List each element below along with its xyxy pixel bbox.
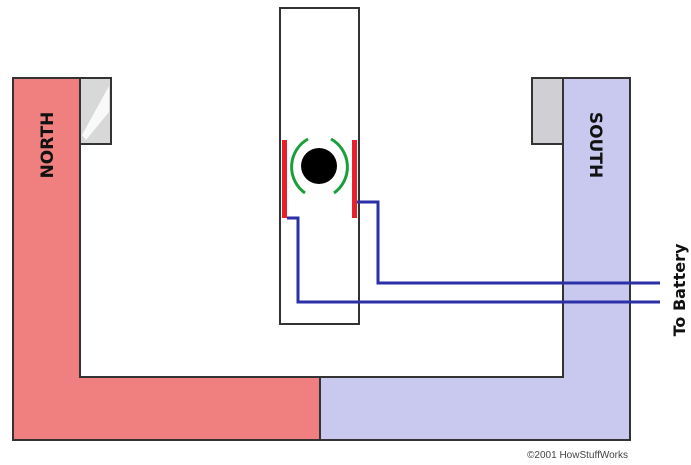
copyright-credit: ©2001 HowStuffWorks — [527, 450, 628, 461]
rotor-core-icon — [301, 148, 337, 184]
battery-label: To Battery — [670, 243, 689, 336]
south-magnet — [319, 77, 631, 441]
south-label: SOUTH — [585, 112, 605, 178]
north-magnet — [12, 77, 321, 441]
battery-wires — [287, 200, 660, 304]
south-pole-cap — [531, 77, 564, 145]
field-lines-icon — [290, 137, 349, 195]
right-contact — [352, 140, 357, 218]
north-label: NORTH — [38, 112, 58, 179]
north-pole-cap — [79, 77, 112, 145]
left-contact — [282, 140, 287, 218]
